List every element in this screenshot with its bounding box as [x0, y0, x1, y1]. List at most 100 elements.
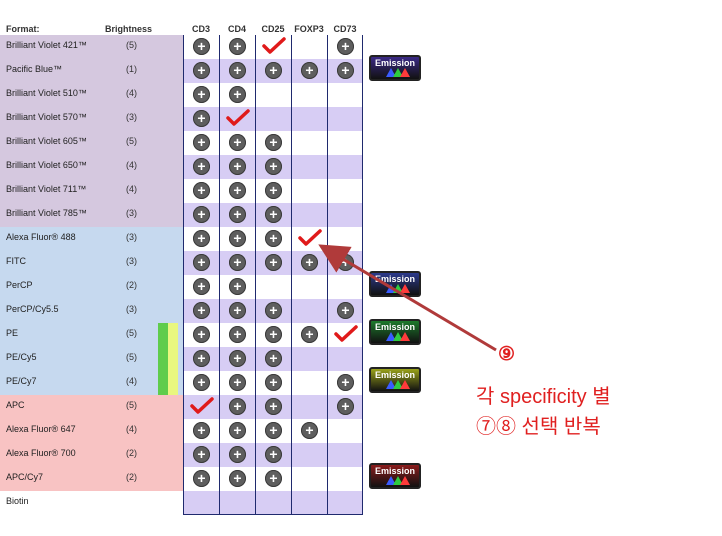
add-plus-icon[interactable]: + — [265, 206, 282, 223]
grid-cell-cd25[interactable]: + — [255, 251, 291, 275]
grid-cell-cd3[interactable] — [183, 491, 219, 515]
grid-cell-foxp3[interactable] — [291, 395, 327, 419]
grid-cell-foxp3[interactable] — [291, 443, 327, 467]
emission-button[interactable]: Emission — [369, 367, 421, 393]
grid-cell-cd4[interactable]: + — [219, 251, 255, 275]
grid-cell-cd4[interactable]: + — [219, 155, 255, 179]
grid-cell-cd4[interactable] — [219, 107, 255, 131]
add-plus-icon[interactable]: + — [193, 302, 210, 319]
add-plus-icon[interactable]: + — [265, 398, 282, 415]
grid-cell-cd4[interactable] — [219, 491, 255, 515]
grid-cell-cd73[interactable] — [327, 419, 363, 443]
grid-cell-foxp3[interactable] — [291, 179, 327, 203]
grid-cell-cd3[interactable]: + — [183, 251, 219, 275]
grid-cell-cd73[interactable] — [327, 179, 363, 203]
grid-cell-cd25[interactable] — [255, 35, 291, 59]
grid-cell-cd4[interactable]: + — [219, 323, 255, 347]
grid-cell-cd73[interactable] — [327, 323, 363, 347]
grid-cell-cd25[interactable]: + — [255, 419, 291, 443]
add-plus-icon[interactable]: + — [265, 470, 282, 487]
add-plus-icon[interactable]: + — [229, 470, 246, 487]
add-plus-icon[interactable]: + — [229, 206, 246, 223]
grid-cell-cd3[interactable]: + — [183, 59, 219, 83]
add-plus-icon[interactable]: + — [193, 350, 210, 367]
grid-cell-cd4[interactable]: + — [219, 371, 255, 395]
grid-cell-cd3[interactable]: + — [183, 467, 219, 491]
grid-cell-cd3[interactable]: + — [183, 35, 219, 59]
add-plus-icon[interactable]: + — [265, 158, 282, 175]
add-plus-icon[interactable]: + — [229, 254, 246, 271]
add-plus-icon[interactable]: + — [265, 254, 282, 271]
add-plus-icon[interactable]: + — [229, 302, 246, 319]
grid-cell-cd73[interactable] — [327, 203, 363, 227]
grid-cell-cd73[interactable] — [327, 107, 363, 131]
add-plus-icon[interactable]: + — [193, 134, 210, 151]
add-plus-icon[interactable]: + — [193, 254, 210, 271]
grid-cell-cd73[interactable]: + — [327, 395, 363, 419]
add-plus-icon[interactable]: + — [337, 398, 354, 415]
selected-check-icon[interactable] — [334, 325, 358, 343]
grid-cell-cd25[interactable]: + — [255, 59, 291, 83]
grid-cell-foxp3[interactable] — [291, 491, 327, 515]
grid-cell-cd73[interactable] — [327, 443, 363, 467]
grid-cell-cd3[interactable]: + — [183, 155, 219, 179]
add-plus-icon[interactable]: + — [265, 422, 282, 439]
grid-cell-cd4[interactable]: + — [219, 59, 255, 83]
grid-cell-foxp3[interactable] — [291, 467, 327, 491]
grid-cell-cd73[interactable] — [327, 83, 363, 107]
grid-cell-cd25[interactable]: + — [255, 347, 291, 371]
add-plus-icon[interactable]: + — [229, 158, 246, 175]
add-plus-icon[interactable]: + — [193, 38, 210, 55]
grid-cell-foxp3[interactable] — [291, 35, 327, 59]
grid-cell-cd3[interactable]: + — [183, 419, 219, 443]
grid-cell-cd3[interactable]: + — [183, 227, 219, 251]
grid-cell-cd4[interactable]: + — [219, 299, 255, 323]
grid-cell-foxp3[interactable]: + — [291, 419, 327, 443]
grid-cell-cd4[interactable]: + — [219, 443, 255, 467]
add-plus-icon[interactable]: + — [193, 110, 210, 127]
selected-check-icon[interactable] — [190, 397, 214, 415]
grid-cell-cd73[interactable] — [327, 275, 363, 299]
add-plus-icon[interactable]: + — [265, 302, 282, 319]
add-plus-icon[interactable]: + — [265, 62, 282, 79]
grid-cell-foxp3[interactable]: + — [291, 323, 327, 347]
grid-cell-cd73[interactable] — [327, 131, 363, 155]
add-plus-icon[interactable]: + — [229, 182, 246, 199]
add-plus-icon[interactable]: + — [193, 326, 210, 343]
grid-cell-cd25[interactable]: + — [255, 227, 291, 251]
grid-cell-cd25[interactable]: + — [255, 371, 291, 395]
grid-cell-foxp3[interactable] — [291, 131, 327, 155]
grid-cell-cd25[interactable]: + — [255, 443, 291, 467]
grid-cell-cd4[interactable]: + — [219, 275, 255, 299]
add-plus-icon[interactable]: + — [265, 182, 282, 199]
add-plus-icon[interactable]: + — [193, 86, 210, 103]
selected-check-icon[interactable] — [262, 37, 286, 55]
add-plus-icon[interactable]: + — [193, 206, 210, 223]
grid-cell-foxp3[interactable] — [291, 371, 327, 395]
grid-cell-cd4[interactable]: + — [219, 227, 255, 251]
add-plus-icon[interactable]: + — [229, 62, 246, 79]
grid-cell-cd4[interactable]: + — [219, 131, 255, 155]
grid-cell-cd3[interactable]: + — [183, 443, 219, 467]
grid-cell-cd73[interactable] — [327, 155, 363, 179]
grid-cell-foxp3[interactable] — [291, 275, 327, 299]
add-plus-icon[interactable]: + — [229, 398, 246, 415]
add-plus-icon[interactable]: + — [193, 158, 210, 175]
grid-cell-cd25[interactable] — [255, 275, 291, 299]
add-plus-icon[interactable]: + — [193, 422, 210, 439]
grid-cell-cd4[interactable]: + — [219, 35, 255, 59]
add-plus-icon[interactable]: + — [193, 470, 210, 487]
grid-cell-cd3[interactable]: + — [183, 299, 219, 323]
grid-cell-foxp3[interactable] — [291, 155, 327, 179]
grid-cell-cd25[interactable]: + — [255, 395, 291, 419]
grid-cell-cd73[interactable]: + — [327, 299, 363, 323]
add-plus-icon[interactable]: + — [229, 326, 246, 343]
add-plus-icon[interactable]: + — [265, 446, 282, 463]
add-plus-icon[interactable]: + — [229, 374, 246, 391]
add-plus-icon[interactable]: + — [301, 62, 318, 79]
grid-cell-cd25[interactable]: + — [255, 203, 291, 227]
grid-cell-cd4[interactable]: + — [219, 179, 255, 203]
add-plus-icon[interactable]: + — [193, 374, 210, 391]
add-plus-icon[interactable]: + — [229, 446, 246, 463]
selected-check-icon[interactable] — [226, 109, 250, 127]
